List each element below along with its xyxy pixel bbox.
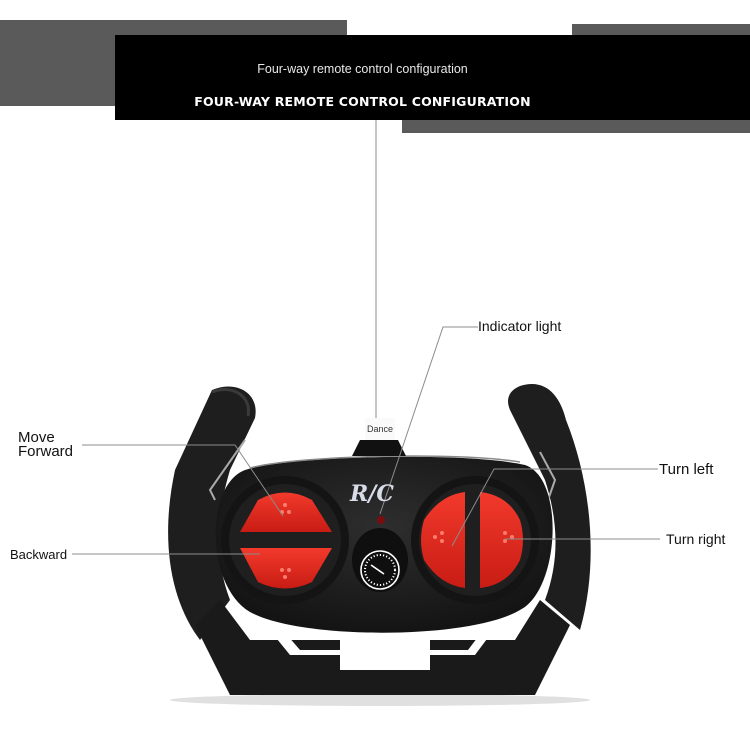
left-handle <box>168 386 256 640</box>
rc-brand-mark: R/C <box>350 481 394 507</box>
callout-move-forward: Move Forward <box>18 429 74 460</box>
callout-move-forward-line2: Forward <box>18 443 74 460</box>
header-band-black <box>115 35 750 120</box>
callout-move-forward-line1: Move <box>18 429 55 446</box>
turn-right-button <box>480 492 523 588</box>
indicator-light <box>377 516 385 524</box>
header-subtitle: Four-way remote control configuration <box>257 62 468 76</box>
header-title: FOUR-WAY REMOTE CONTROL CONFIGURATION <box>194 94 531 109</box>
callout-lines <box>72 120 660 555</box>
callout-turn-left: Turn left <box>659 461 714 478</box>
forward-button <box>240 492 332 532</box>
right-handle <box>508 384 591 630</box>
callout-backward: Backward <box>10 547 68 562</box>
backward-button <box>240 548 332 589</box>
callout-turn-right: Turn right <box>666 531 726 547</box>
callout-indicator-light: Indicator light <box>478 318 562 334</box>
dance-button-label[interactable]: Dance <box>367 424 394 434</box>
